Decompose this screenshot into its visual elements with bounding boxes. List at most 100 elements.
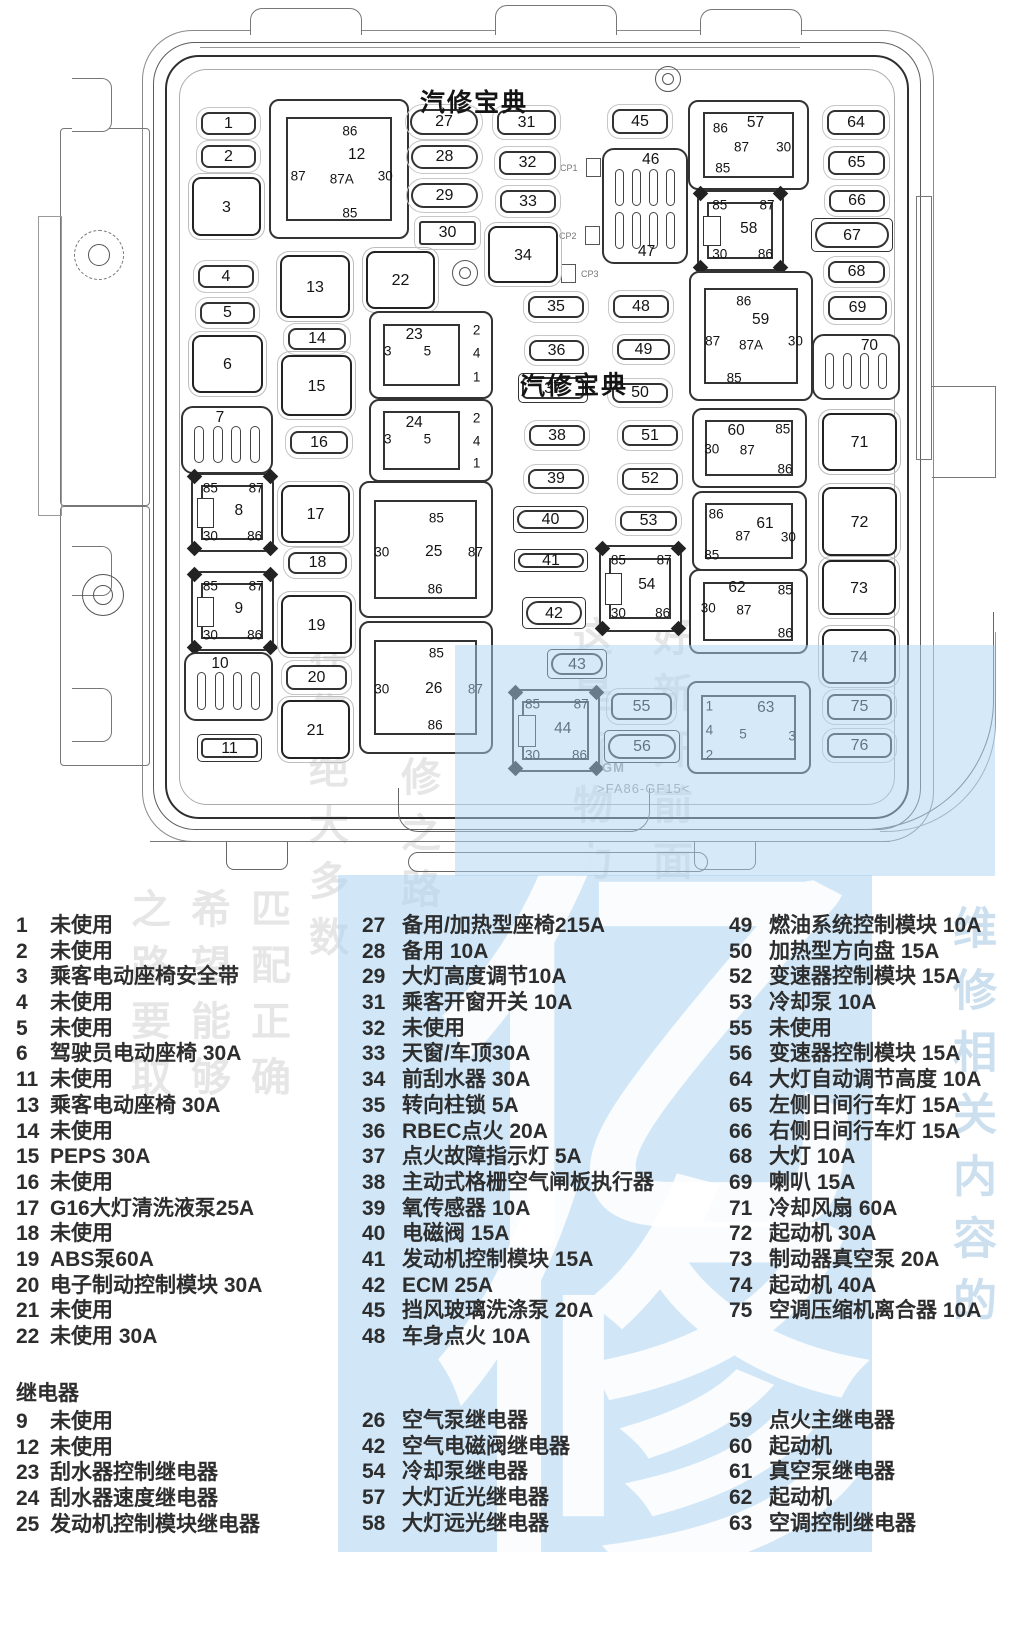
pin-label: 85 bbox=[610, 552, 626, 568]
pin-label: 1 bbox=[472, 369, 481, 385]
fuse-number: 73 bbox=[729, 1247, 753, 1271]
fuse-label: 乘客开窗开关 10A bbox=[402, 991, 573, 1015]
fuse-number: 59 bbox=[729, 1409, 753, 1432]
box-number: 9 bbox=[234, 600, 244, 618]
pin-label: 87 bbox=[733, 139, 749, 155]
box-number: 56 bbox=[633, 738, 651, 756]
fuse-label: 未使用 bbox=[50, 991, 113, 1015]
fuse-label: 左侧日间行车灯 15A bbox=[769, 1093, 961, 1117]
box-number: 28 bbox=[435, 148, 454, 166]
fuse-number: 69 bbox=[729, 1170, 753, 1194]
slot-icon bbox=[632, 169, 642, 206]
box-number: 40 bbox=[541, 511, 560, 528]
pin-label: 87A bbox=[738, 337, 764, 353]
fuse-label: 起动机 40A bbox=[769, 1273, 877, 1297]
fuse-67: 67 bbox=[811, 218, 893, 252]
slot-icon bbox=[197, 672, 207, 710]
fuse-number: 1 bbox=[16, 914, 28, 937]
fuse-number: 66 bbox=[729, 1119, 753, 1143]
fuse-label: 大灯自动调节高度 10A bbox=[769, 1068, 982, 1092]
box-number: 14 bbox=[308, 330, 326, 348]
fuse-label: 主动式格栅空气闸板执行器 bbox=[402, 1170, 654, 1194]
box-number: 55 bbox=[632, 697, 651, 715]
slot-icon bbox=[232, 672, 243, 710]
pin-label: 85 bbox=[704, 547, 720, 563]
fuse-label: 驾驶员电动座椅 30A bbox=[50, 1042, 242, 1066]
pin-label: 5 bbox=[739, 726, 747, 742]
fuse-48: 48 bbox=[608, 290, 674, 323]
fuse-number: 41 bbox=[362, 1247, 386, 1271]
case-foot-bar bbox=[408, 852, 708, 872]
fuse-number: 68 bbox=[729, 1145, 753, 1169]
box-number: 66 bbox=[848, 192, 866, 210]
pin-label: 85 bbox=[777, 582, 793, 598]
pin-label: 86 bbox=[757, 246, 773, 262]
box-number: 15 bbox=[307, 377, 326, 395]
fuse-label: 变速器控制模块 15A bbox=[769, 965, 961, 989]
pin-label: 86 bbox=[427, 717, 443, 733]
box-number: 4 bbox=[221, 267, 231, 285]
box-number: 2 bbox=[224, 147, 233, 165]
box-number: 51 bbox=[641, 426, 659, 444]
fuse-number: 57 bbox=[362, 1486, 386, 1510]
fuse-53: 53 bbox=[615, 506, 682, 536]
fuse-15: 15 bbox=[277, 351, 356, 420]
slot-icon bbox=[212, 425, 223, 464]
pin-label: 87 bbox=[656, 552, 672, 568]
fuse-label: 大灯高度调节10A bbox=[402, 965, 567, 989]
pin-label: 30 bbox=[202, 627, 218, 643]
box-number: 71 bbox=[850, 434, 869, 452]
box-number: 53 bbox=[639, 512, 658, 530]
relay-inner bbox=[702, 112, 795, 178]
fuse-number: 54 bbox=[362, 1460, 386, 1484]
box-number: 63 bbox=[757, 698, 775, 716]
box-number: 38 bbox=[548, 426, 566, 444]
fuse-label: 空调控制继电器 bbox=[769, 1511, 916, 1535]
connector-slots bbox=[194, 425, 260, 464]
bracket-hook bbox=[72, 688, 112, 742]
slot-icon bbox=[214, 672, 225, 710]
slot-icon bbox=[860, 353, 870, 390]
box-number: 72 bbox=[850, 513, 869, 531]
fuse-label: 空气泵继电器 bbox=[402, 1409, 528, 1432]
connector-7: 7 bbox=[181, 406, 273, 474]
fuse-number: 60 bbox=[729, 1434, 753, 1458]
case-top-tab bbox=[495, 5, 617, 35]
fuse-label: 未使用 bbox=[50, 1299, 113, 1323]
cp3-connector-icon bbox=[561, 264, 576, 283]
fuse-label: RBEC点火 20A bbox=[402, 1119, 548, 1143]
fuse-number: 17 bbox=[16, 1196, 40, 1220]
blue-watermark-column: 维修相关内容的 bbox=[946, 905, 995, 1339]
pin-label: 85 bbox=[726, 370, 742, 386]
fuse-label: 真空泵继电器 bbox=[769, 1460, 895, 1484]
pin-label: 85 bbox=[524, 696, 540, 712]
fuse-number: 38 bbox=[362, 1170, 386, 1194]
relay-inner bbox=[383, 411, 460, 470]
bolt-hole bbox=[82, 574, 124, 616]
fuse-28: 28 bbox=[406, 140, 483, 174]
pin-label: 87 bbox=[759, 197, 775, 213]
bolt-icon bbox=[662, 73, 674, 85]
slot-icon bbox=[615, 211, 625, 249]
fuse-39: 39 bbox=[523, 464, 589, 494]
bolt-icon bbox=[452, 260, 478, 286]
box-number: 27 bbox=[435, 113, 453, 131]
box-number: 47 bbox=[638, 242, 656, 260]
box-number: 49 bbox=[634, 340, 653, 358]
pin-label: 4 bbox=[705, 722, 714, 738]
box-number: 31 bbox=[517, 113, 536, 131]
